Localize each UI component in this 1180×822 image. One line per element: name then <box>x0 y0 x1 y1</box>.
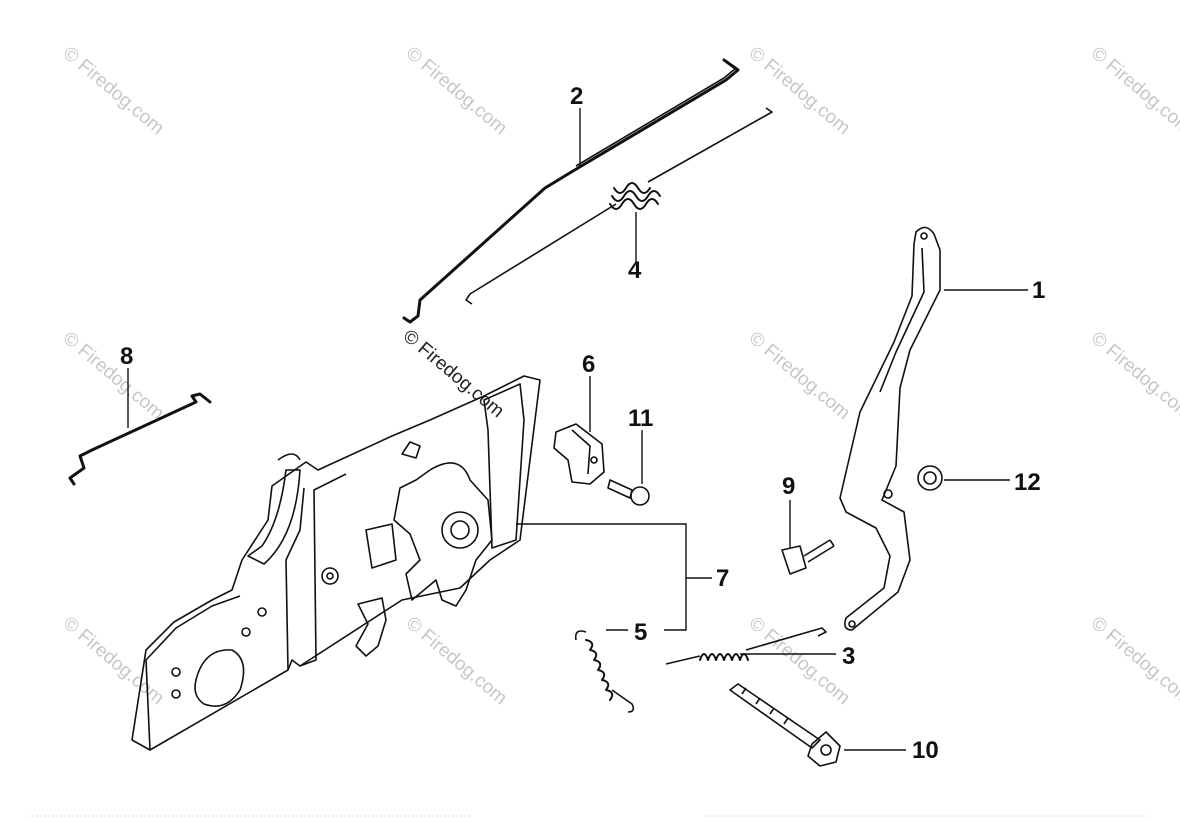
callout-label: 5 <box>634 619 647 646</box>
watermark: © Firedog.com <box>1087 328 1180 424</box>
watermark: © Firedog.com <box>59 328 168 424</box>
callout-labels: 1 2 3 4 5 6 7 8 9 10 11 12 <box>120 83 1045 764</box>
watermark: © Firedog.com <box>59 613 168 709</box>
governor-arm-drawing <box>839 226 941 631</box>
flange-bolt-drawing <box>729 683 841 767</box>
watermark: © Firedog.com <box>402 613 511 709</box>
flange-nut-drawing <box>917 465 943 491</box>
watermark: © Firedog.com <box>402 43 511 139</box>
watermark: © Firedog.com <box>745 613 854 709</box>
governor-spring-drawing <box>665 627 827 665</box>
callout-label: 9 <box>782 473 795 500</box>
watermark: © Firedog.com <box>745 43 854 139</box>
spring-drawing <box>574 630 635 713</box>
lever-stop-drawing <box>553 423 605 485</box>
watermark: © Firedog.com <box>1087 613 1180 709</box>
callout-label: 12 <box>1014 469 1041 496</box>
screw-drawing <box>607 479 650 506</box>
watermark: © Firedog.com <box>745 328 854 424</box>
callout-label: 2 <box>570 83 583 110</box>
callout-label: 10 <box>912 737 939 764</box>
throttle-return-spring-drawing <box>465 107 773 305</box>
callout-label: 11 <box>628 405 653 432</box>
leader-lines <box>127 108 1028 751</box>
callout-label: 8 <box>120 343 133 370</box>
throttle-rod-drawing <box>402 58 740 324</box>
control-base-drawing <box>131 375 541 751</box>
callout-label: 1 <box>1032 277 1045 304</box>
callout-label: 3 <box>842 643 855 670</box>
watermark: © Firedog.com <box>1087 43 1180 139</box>
watermark: © Firedog.com <box>59 43 168 139</box>
watermark-dark: © Firedog.com <box>399 326 508 422</box>
choke-rod-drawing <box>68 392 212 486</box>
callout-label: 7 <box>716 565 729 592</box>
callout-label: 4 <box>628 257 642 284</box>
bolt-drawing <box>781 539 835 575</box>
callout-label: 6 <box>582 351 595 378</box>
